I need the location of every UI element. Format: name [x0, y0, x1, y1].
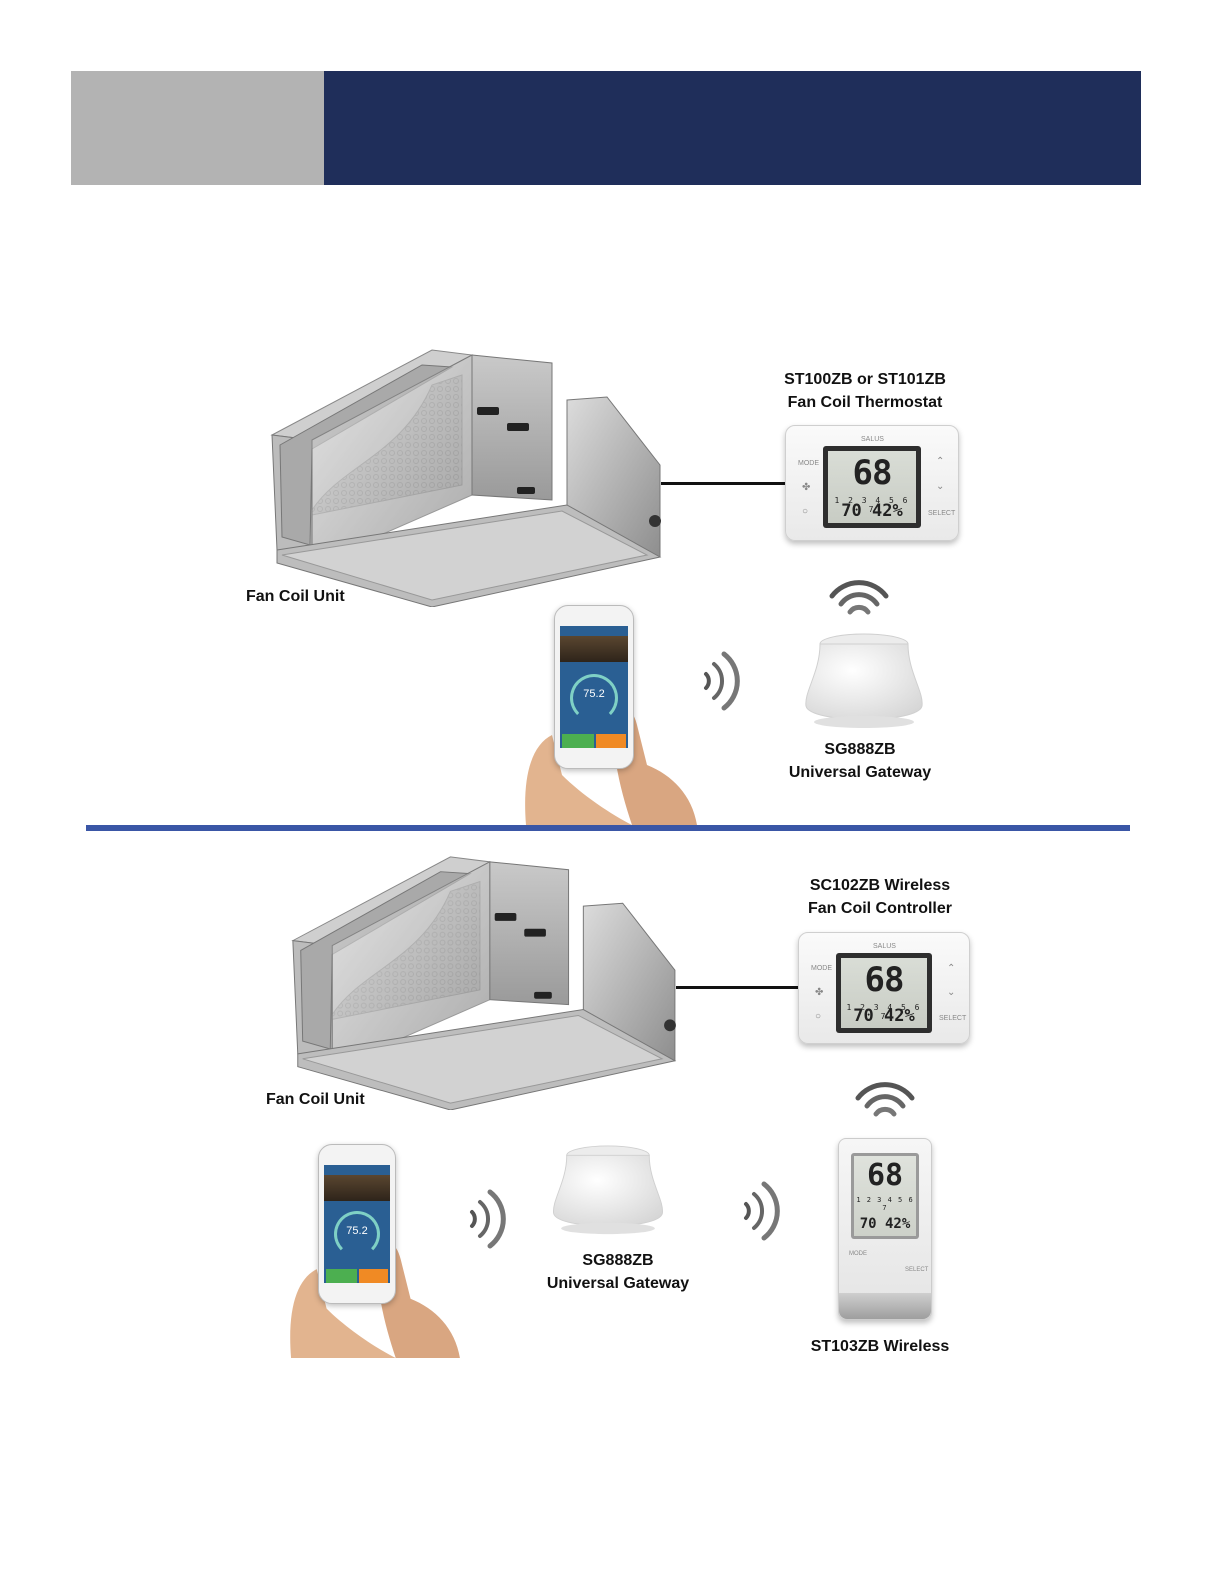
fan-icon: ✤: [802, 482, 811, 493]
lcd-screen: 68 1 2 3 4 5 6 7 70 42%: [851, 1153, 919, 1239]
mode-button: MODE: [798, 460, 819, 467]
universal-gateway-device: [553, 1145, 663, 1235]
app-tile-green: [326, 1269, 357, 1283]
wireless-fan-coil-controller: SALUS MODE ✤ ○ ⌃ ⌄ SELECT 68 1 2 3 4 5 6…: [798, 932, 970, 1044]
gateway-label: SG888ZB Universal Gateway: [528, 1249, 708, 1295]
setpoint-readout: 68: [864, 960, 905, 1000]
gateway-type: Universal Gateway: [546, 1275, 690, 1292]
radio-waves-icon: [704, 651, 740, 711]
controller-label: SC102ZB Wireless Fan Coil Controller: [775, 874, 985, 920]
power-icon: ○: [815, 1011, 822, 1022]
home-photo: [324, 1175, 390, 1201]
phone-temp-readout: 75.2: [583, 688, 605, 700]
mode-button: MODE: [849, 1251, 867, 1257]
app-tile-orange: [359, 1269, 388, 1283]
phone-screen: 75.2: [324, 1165, 390, 1283]
fan-coil-thermostat: SALUS MODE ✤ ○ ⌃ ⌄ SELECT 68 1 2 3 4 5 6…: [785, 425, 959, 541]
phone-temp-readout: 75.2: [346, 1225, 368, 1237]
smartphone: 75.2: [554, 605, 634, 769]
fan-coil-unit-label: Fan Coil Unit: [266, 1091, 365, 1108]
smartphone-in-hand: 75.2: [522, 605, 700, 825]
down-arrow-icon: ⌄: [936, 481, 945, 492]
header-navy-banner: [324, 71, 1141, 185]
smartphone: 75.2: [318, 1144, 396, 1304]
day-indicators: 1 2 3 4 5 6 7: [834, 496, 910, 514]
select-button: SELECT: [928, 510, 956, 517]
controller-model: SC102ZB Wireless: [809, 877, 951, 894]
thermostat-type: Fan Coil Thermostat: [787, 394, 943, 411]
setpoint-readout: 68: [852, 453, 893, 493]
section-divider: [86, 825, 1130, 831]
gateway-label: SG888ZB Universal Gateway: [770, 738, 950, 784]
gateway-type: Universal Gateway: [788, 764, 932, 781]
temp-humidity-readout: 70 42%: [841, 501, 903, 521]
temp-gauge: [570, 674, 618, 722]
day-indicators: 1 2 3 4 5 6 7: [856, 1196, 914, 1212]
up-arrow-icon: ⌃: [947, 963, 956, 974]
home-photo: [560, 636, 628, 662]
thermostat-model: ST100ZB or ST101ZB: [784, 371, 946, 388]
app-tile-orange: [596, 734, 626, 748]
radio-waves-icon: [470, 1189, 506, 1249]
power-icon: ○: [802, 506, 809, 517]
day-indicators: 1 2 3 4 5 6 7: [846, 1003, 922, 1021]
wire-connection: [676, 986, 798, 989]
fan-coil-unit-label: Fan Coil Unit: [246, 588, 345, 605]
wifi-signal-icon: [829, 580, 889, 615]
smartphone-in-hand: 75.2: [286, 1144, 464, 1358]
universal-gateway-device: [805, 633, 923, 728]
fan-coil-unit-image: [291, 856, 677, 1110]
mode-button: MODE: [811, 965, 832, 972]
brand-logo: SALUS: [861, 436, 884, 443]
temp-humidity-readout: 70 42%: [859, 1216, 911, 1232]
wire-connection: [661, 482, 785, 485]
temp-gauge: [334, 1211, 380, 1257]
gateway-model: SG888ZB: [824, 741, 896, 758]
select-button: SELECT: [939, 1015, 967, 1022]
gateway-model: SG888ZB: [582, 1252, 654, 1269]
temp-humidity-readout: 70 42%: [853, 1006, 915, 1026]
thermostat-label: ST100ZB or ST101ZB Fan Coil Thermostat: [760, 368, 970, 414]
radio-waves-icon: [744, 1181, 780, 1241]
brand-logo: SALUS: [873, 943, 896, 950]
wireless-thermostat-label: ST103ZB Wireless: [810, 1338, 950, 1355]
setpoint-readout: 68: [866, 1158, 904, 1193]
phone-screen: 75.2: [560, 626, 628, 748]
fan-coil-unit-image: [270, 349, 662, 607]
lcd-screen: 68 1 2 3 4 5 6 7 70 42%: [836, 953, 932, 1033]
header-gray-block: [71, 71, 324, 185]
lcd-screen: 68 1 2 3 4 5 6 7 70 42%: [823, 446, 921, 528]
wireless-thermostat: 68 1 2 3 4 5 6 7 70 42% MODE SELECT: [838, 1138, 932, 1320]
thermostat-stand: [839, 1293, 931, 1319]
select-button: SELECT: [905, 1267, 929, 1273]
app-tile-green: [562, 734, 594, 748]
fan-icon: ✤: [815, 987, 824, 998]
down-arrow-icon: ⌄: [947, 987, 956, 998]
wifi-signal-icon: [855, 1082, 915, 1117]
up-arrow-icon: ⌃: [936, 456, 945, 467]
controller-type: Fan Coil Controller: [808, 900, 952, 917]
hand-image: [290, 1244, 460, 1358]
